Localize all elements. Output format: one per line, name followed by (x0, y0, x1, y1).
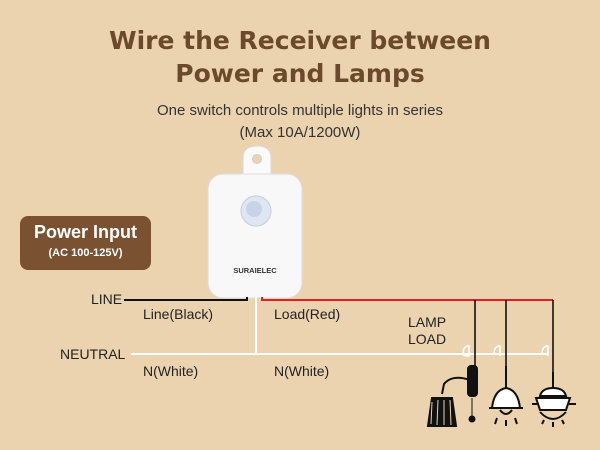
neutral-label: NEUTRAL (60, 346, 126, 362)
receiver-brand: SURAIELEC (233, 266, 277, 275)
lamp-load-label-2: LOAD (408, 331, 447, 347)
power-input-box: Power Input (AC 100-125V) (20, 216, 151, 270)
subtitle-line-1: One switch controls multiple lights in s… (157, 102, 443, 119)
line-wire-label: Line(Black) (143, 306, 214, 322)
receiver-device: SURAIELEC (207, 145, 303, 299)
load-wire (261, 297, 553, 301)
page-title: Wire the Receiver between Power and Lamp… (0, 24, 600, 90)
power-input-range: (AC 100-125V) (48, 247, 123, 259)
wall-sconce-icon (426, 365, 478, 427)
line-wire (124, 297, 248, 301)
receiver-body (207, 173, 303, 299)
lamp-1-neutral-drop (462, 345, 470, 357)
power-input-title: Power Input (34, 222, 137, 242)
ceiling-light-icon (532, 372, 576, 427)
subtitle: One switch controls multiple lights in s… (0, 100, 600, 144)
load-wire-label: Load(Red) (274, 306, 341, 322)
wires (124, 297, 554, 372)
title-line-2: Power and Lamps (175, 59, 425, 88)
pendant-lamp-icon (489, 366, 523, 426)
lamp-2-neutral-drop (493, 345, 501, 356)
neutral-wire-label-right: N(White) (274, 363, 330, 379)
sensor-lens (246, 201, 262, 217)
title-line-1: Wire the Receiver between (109, 26, 491, 55)
subtitle-line-2: (Max 10A/1200W) (239, 124, 361, 141)
lamp-3-neutral-drop (541, 345, 549, 356)
line-label: LINE (91, 291, 123, 307)
hanging-hole (252, 154, 262, 164)
lamp-load-label-1: LAMP (408, 314, 447, 330)
neutral-wire-label-left: N(White) (143, 363, 199, 379)
